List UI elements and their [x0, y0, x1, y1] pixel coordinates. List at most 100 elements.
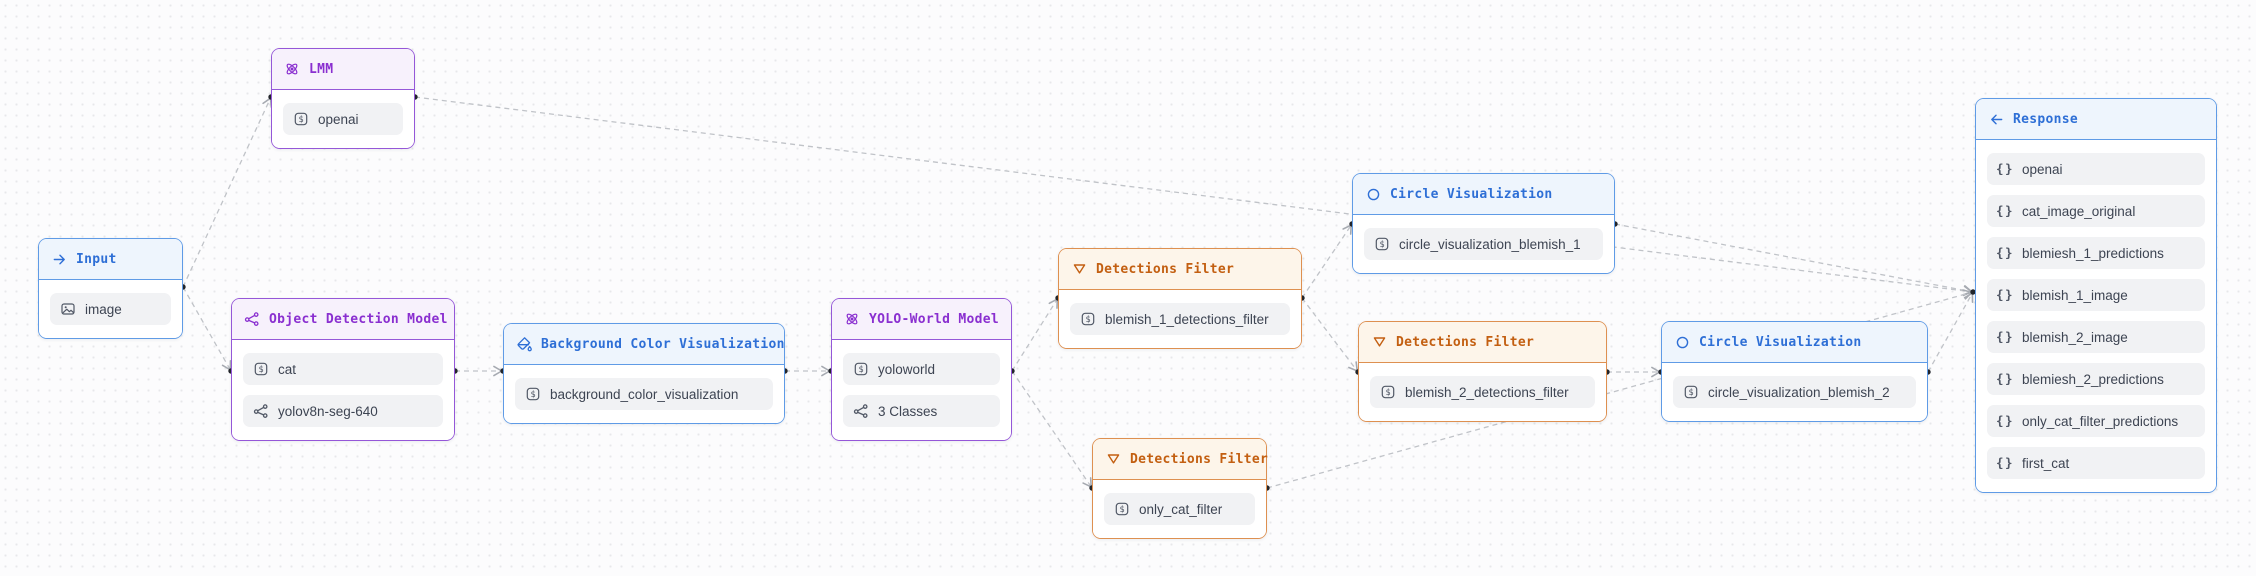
- node-header[interactable]: Input: [39, 239, 182, 280]
- braces-icon: {}: [1995, 371, 2015, 386]
- node-body: $cat yolov8n-seg-640: [232, 340, 454, 440]
- node-item[interactable]: $circle_visualization_blemish_2: [1673, 376, 1916, 408]
- item-label: cat_image_original: [2022, 203, 2136, 219]
- funnel-icon: [1105, 451, 1121, 467]
- node-header[interactable]: YOLO-World Model: [832, 299, 1011, 340]
- node-detections-filter-1[interactable]: Detections Filter $blemish_1_detections_f…: [1058, 248, 1302, 349]
- edge-input-to-object-detection-model: [182, 286, 232, 372]
- node-header[interactable]: Response: [1976, 99, 2216, 140]
- node-object-detection-model[interactable]: Object Detection Model $cat yolov8n-seg-64…: [231, 298, 455, 441]
- item-label: blemiesh_1_predictions: [2022, 245, 2164, 261]
- item-label: yoloworld: [878, 361, 936, 377]
- item-label: blemish_2_detections_filter: [1405, 384, 1569, 400]
- node-title: YOLO-World Model: [869, 311, 1000, 327]
- node-item[interactable]: $ circle_visualization_blemish_1: [1364, 228, 1603, 260]
- node-response[interactable]: Response{}openai{}cat_image_original{}bl…: [1975, 98, 2217, 493]
- edge-input-to-lmm: [182, 96, 273, 288]
- svg-text:$: $: [298, 115, 303, 125]
- node-item[interactable]: {}cat_image_original: [1987, 195, 2205, 227]
- funnel-icon: [1371, 334, 1387, 350]
- node-input[interactable]: Input image: [38, 238, 183, 339]
- node-header[interactable]: Detections Filter: [1059, 249, 1301, 290]
- node-lmm[interactable]: LMM $openai: [271, 48, 415, 149]
- svg-text:$: $: [1119, 505, 1124, 515]
- node-item[interactable]: $ blemish_2_detections_filter: [1370, 376, 1595, 408]
- item-label: only_cat_filter: [1139, 501, 1223, 517]
- node-background-color-visualization[interactable]: Background Color Visualization $backgroun…: [503, 323, 785, 424]
- node-detections-filter-2[interactable]: Detections Filter $ blemish_2_detections_f…: [1358, 321, 1607, 422]
- node-body: $yoloworld 3 Classes: [832, 340, 1011, 440]
- item-label: circle_visualization_blemish_2: [1708, 384, 1890, 400]
- node-item[interactable]: {}blemish_2_image: [1987, 321, 2205, 353]
- model-icon: [244, 311, 260, 327]
- edge-lmm-to-response: [414, 96, 1974, 297]
- node-item[interactable]: $background_color_visualization: [515, 378, 773, 410]
- node-item[interactable]: $blemish_1_detections_filter: [1070, 303, 1290, 335]
- item-label: only_cat_filter_predictions: [2022, 413, 2179, 429]
- node-body: $background_color_visualization: [504, 365, 784, 423]
- braces-icon: {}: [1995, 455, 2015, 470]
- arrow-right-icon: [51, 251, 67, 267]
- braces-icon: {}: [1995, 413, 2015, 428]
- node-title: LMM: [309, 61, 334, 77]
- string-icon: $: [1114, 501, 1130, 517]
- node-circle-visualization-2[interactable]: Circle Visualization $circle_visualizatio…: [1661, 321, 1928, 422]
- circle-icon: [1365, 186, 1381, 202]
- node-item[interactable]: {}openai: [1987, 153, 2205, 185]
- item-label: first_cat: [2022, 455, 2070, 471]
- node-item[interactable]: {}blemiesh_2_predictions: [1987, 363, 2205, 395]
- node-header[interactable]: Background Color Visualization: [504, 324, 785, 365]
- node-item[interactable]: $openai: [283, 103, 403, 135]
- node-header[interactable]: Circle Visualization: [1353, 174, 1614, 215]
- edge-circle-visualization-1-to-response: [1614, 223, 1974, 296]
- node-item[interactable]: {} first_cat: [1987, 447, 2205, 479]
- svg-text:$: $: [1085, 315, 1090, 325]
- node-item[interactable]: $ only_cat_filter: [1104, 493, 1255, 525]
- node-item[interactable]: 3 Classes: [843, 395, 1000, 427]
- node-circle-visualization-1[interactable]: Circle Visualization $ circle_visualizatio…: [1352, 173, 1615, 274]
- node-title: Circle Visualization: [1390, 186, 1553, 202]
- node-title: Detections Filter: [1130, 451, 1269, 467]
- port-dot[interactable]: [1970, 289, 1976, 295]
- node-item[interactable]: yolov8n-seg-640: [243, 395, 443, 427]
- node-body: image: [39, 280, 182, 338]
- node-body: $ circle_visualization_blemish_1: [1353, 215, 1614, 273]
- node-item[interactable]: image: [50, 293, 171, 325]
- paint-bucket-icon: [516, 336, 532, 352]
- node-item[interactable]: {}blemish_1_image: [1987, 279, 2205, 311]
- edge-detections-filter-1-to-circle-visualization-1: [1301, 223, 1353, 299]
- node-item[interactable]: {} only_cat_filter_predictions: [1987, 405, 2205, 437]
- atom-icon: [284, 61, 300, 77]
- node-title: Response: [2013, 111, 2079, 127]
- node-header[interactable]: Detections Filter: [1359, 322, 1606, 363]
- edge-detections-filter-1-to-detections-filter-2: [1301, 297, 1359, 373]
- svg-text:$: $: [530, 390, 535, 400]
- node-yolo-world-model[interactable]: YOLO-World Model $yoloworld 3 Classes: [831, 298, 1012, 441]
- node-title: Detections Filter: [1396, 334, 1535, 350]
- node-header[interactable]: Detections Filter: [1093, 439, 1269, 480]
- braces-icon: {}: [1995, 161, 2015, 176]
- node-header[interactable]: LMM: [272, 49, 414, 90]
- svg-text:$: $: [1385, 388, 1390, 398]
- node-header[interactable]: Object Detection Model: [232, 299, 454, 340]
- item-label: circle_visualization_blemish_1: [1399, 236, 1581, 252]
- node-body: $ only_cat_filter: [1093, 480, 1266, 538]
- node-detections-filter-3[interactable]: Detections Filter $ only_cat_filter: [1092, 438, 1269, 539]
- node-item[interactable]: {}blemiesh_1_predictions: [1987, 237, 2205, 269]
- atom-icon: [844, 311, 860, 327]
- node-title: Object Detection Model: [269, 311, 448, 327]
- item-label: image: [85, 301, 122, 317]
- node-header[interactable]: Circle Visualization: [1662, 322, 1927, 363]
- node-title: Detections Filter: [1096, 261, 1235, 277]
- item-label: blemish_2_image: [2022, 329, 2128, 345]
- node-item[interactable]: $yoloworld: [843, 353, 1000, 385]
- string-icon: $: [1374, 236, 1390, 252]
- string-icon: $: [1380, 384, 1396, 400]
- circle-icon: [1674, 334, 1690, 350]
- node-body: {}openai{}cat_image_original{}blemiesh_1…: [1976, 140, 2216, 492]
- funnel-icon: [1071, 261, 1087, 277]
- image-icon: [60, 301, 76, 317]
- node-item[interactable]: $cat: [243, 353, 443, 385]
